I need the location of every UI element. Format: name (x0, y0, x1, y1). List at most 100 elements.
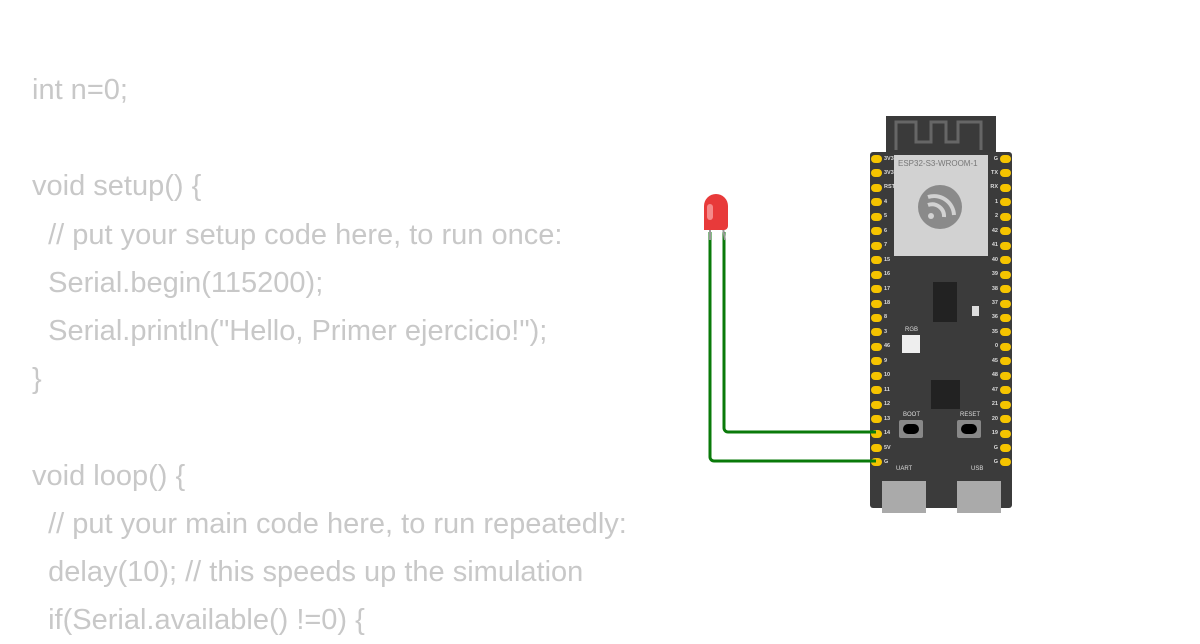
pin-label: 36 (991, 314, 998, 321)
pin-label: 48 (991, 372, 998, 379)
pin-41[interactable] (1000, 241, 1011, 250)
code-line: } (32, 363, 42, 396)
pin-label: 42 (991, 227, 998, 234)
pin-19[interactable] (1000, 429, 1011, 438)
pin-label: 11 (884, 386, 890, 393)
pin-g[interactable] (1000, 458, 1011, 467)
code-line: // put your main code here, to run repea… (32, 507, 627, 540)
led-smd (972, 306, 979, 316)
pin-1[interactable] (1000, 198, 1011, 207)
pin-label: RST (884, 184, 895, 191)
pin-g[interactable] (1000, 155, 1011, 163)
code-line: void setup() { (32, 170, 202, 203)
pin-label: 37 (991, 300, 998, 306)
wire-14[interactable] (722, 232, 876, 434)
pin-label: 3V3 (884, 169, 894, 176)
code-line: void loop() { (32, 459, 186, 492)
boot-label: BOOT (903, 412, 921, 418)
pin-label: 3 (884, 328, 888, 335)
uart-label: UART (896, 466, 913, 472)
pin-3v3[interactable] (871, 155, 882, 163)
pin-37[interactable] (1000, 299, 1011, 308)
code-editor[interactable]: int n=0;void setup() { // put your setup… (32, 66, 627, 644)
pin-label: 10 (884, 372, 891, 379)
usb-port[interactable] (957, 481, 1001, 513)
reset-label: RESET (960, 412, 981, 418)
simulation-canvas: ESP32-S3-WROOM-1 RGB BOOT RESET UART USB… (250, 0, 1200, 630)
pin-label: 46 (884, 343, 891, 350)
pin-label: 7 (884, 242, 888, 249)
pin-8[interactable] (871, 313, 882, 322)
pin-label: 40 (991, 256, 998, 263)
pin-label: 14 (884, 430, 891, 437)
pin-label: 1 (994, 198, 998, 205)
pin-47[interactable] (1000, 386, 1011, 395)
pin-rx[interactable] (1000, 183, 1011, 192)
pin-7[interactable] (871, 241, 882, 250)
pin-48[interactable] (1000, 371, 1011, 380)
pin-tx[interactable] (1000, 169, 1011, 178)
pin-46[interactable] (871, 342, 882, 351)
pin-12[interactable] (871, 400, 882, 409)
pin-9[interactable] (871, 357, 882, 366)
reset-button[interactable] (957, 420, 981, 438)
pin-3[interactable] (871, 328, 882, 337)
rgb-led (902, 335, 920, 353)
pin-label: 17 (884, 285, 891, 292)
pin-label: 3V3 (884, 155, 894, 162)
pin-5[interactable] (871, 212, 882, 221)
pin-18[interactable] (871, 299, 882, 308)
pin-label: G (993, 458, 998, 465)
pin-label: TX (990, 169, 998, 176)
antenna (886, 116, 996, 154)
pin-label: 38 (991, 285, 998, 292)
pin-label: 20 (991, 415, 998, 422)
pin-label: 19 (991, 430, 998, 437)
red-led[interactable] (704, 194, 728, 241)
pin-45[interactable] (1000, 357, 1011, 366)
pin-10[interactable] (871, 371, 882, 380)
pin-13[interactable] (871, 415, 882, 424)
pin-label: 9 (884, 357, 888, 364)
wire-gnd[interactable] (708, 232, 876, 463)
pin-g[interactable] (871, 458, 882, 467)
pin-17[interactable] (871, 285, 882, 294)
pin-11[interactable] (871, 386, 882, 395)
pin-16[interactable] (871, 270, 882, 279)
pin-6[interactable] (871, 227, 882, 236)
pin-label: G (993, 444, 998, 451)
boot-button[interactable] (899, 420, 923, 438)
pin-4[interactable] (871, 198, 882, 207)
pin-g[interactable] (1000, 444, 1011, 452)
pin-20[interactable] (1000, 415, 1011, 424)
pin-label: 8 (884, 314, 888, 321)
pin-14[interactable] (871, 429, 882, 438)
pin-2[interactable] (1000, 212, 1011, 221)
code-line: Serial.begin(115200); (32, 266, 324, 299)
code-line: Serial.println("Hello, Primer ejercicio!… (32, 314, 548, 347)
pin-label: 6 (884, 227, 888, 234)
pin-40[interactable] (1000, 256, 1011, 265)
espressif-icon (918, 185, 962, 229)
pin-label: 0 (994, 343, 998, 350)
pin-label: 21 (991, 401, 998, 408)
pin-rst[interactable] (871, 183, 882, 192)
pin-label: 47 (991, 386, 998, 393)
pin-0[interactable] (1000, 342, 1011, 351)
pin-35[interactable] (1000, 328, 1011, 337)
pin-15[interactable] (871, 256, 882, 265)
pin-38[interactable] (1000, 285, 1011, 294)
module-label: ESP32-S3-WROOM-1 (898, 159, 978, 168)
pin-label: 2 (994, 213, 998, 220)
uart-port[interactable] (882, 481, 926, 513)
pin-label: G (993, 155, 998, 162)
pin-3v3[interactable] (871, 169, 882, 178)
esp32-s3-board[interactable]: ESP32-S3-WROOM-1 RGB BOOT RESET UART USB… (870, 152, 1012, 513)
pin-label: 16 (884, 271, 891, 278)
pin-5v[interactable] (871, 444, 882, 452)
pin-42[interactable] (1000, 227, 1011, 236)
pin-36[interactable] (1000, 313, 1011, 322)
pin-21[interactable] (1000, 400, 1011, 409)
pin-39[interactable] (1000, 270, 1011, 279)
pin-label: 15 (884, 256, 891, 263)
